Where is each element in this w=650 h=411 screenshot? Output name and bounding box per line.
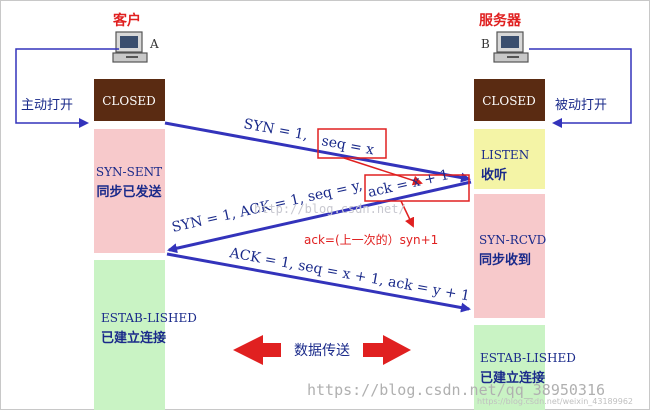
server-action-label: 被动打开 bbox=[555, 98, 607, 113]
server-computer-icon bbox=[493, 31, 529, 63]
client-estab-box bbox=[94, 260, 165, 410]
client-label: A bbox=[149, 37, 159, 51]
highlight-connector-arrow bbox=[343, 157, 423, 186]
server-closed-label: CLOSED bbox=[482, 94, 536, 108]
server-open-arrow bbox=[529, 48, 632, 128]
ack-final-label: ACK = 1, seq = x + 1, ack = y + 1 bbox=[227, 245, 471, 305]
ack-highlight-box bbox=[364, 174, 470, 202]
seq-label: seq = x bbox=[320, 133, 375, 158]
ack-arrow bbox=[166, 252, 471, 313]
client-computer-icon bbox=[112, 31, 148, 63]
seq-highlight-box bbox=[317, 128, 387, 159]
server-syn-rcvd-box bbox=[474, 194, 545, 318]
server-syn-rcvd-cn: 同步收到 bbox=[479, 252, 531, 268]
note-pointer-arrow bbox=[400, 200, 415, 228]
syn-arrow bbox=[164, 121, 471, 183]
client-syn-sent-en: SYN-SENT bbox=[96, 165, 162, 179]
server-listen-en: LISTEN bbox=[481, 148, 529, 162]
server-syn-rcvd-en: SYN-RCVD bbox=[479, 233, 546, 247]
client-syn-sent-box bbox=[94, 129, 165, 253]
client-open-arrow bbox=[15, 48, 119, 128]
server-title: 服务器 bbox=[479, 12, 522, 29]
client-title: 客户 bbox=[112, 12, 141, 29]
data-transfer-label: 数据传送 bbox=[294, 343, 350, 359]
server-estab-box bbox=[474, 325, 545, 410]
server-estab-cn: 已建立连接 bbox=[480, 370, 545, 386]
client-syn-sent-cn: 同步已发送 bbox=[96, 184, 162, 200]
data-transfer-label-bg bbox=[281, 338, 363, 362]
syn-ack-arrow bbox=[167, 180, 472, 254]
server-estab-en: ESTAB-LISHED bbox=[480, 351, 576, 365]
client-estab-en: ESTAB-LISHED bbox=[101, 311, 197, 325]
ack-note: ack=(上一次的）syn+1 bbox=[304, 232, 438, 247]
watermark-bottom: https://blog.csdn.net/qq_38950316 bbox=[307, 381, 605, 399]
server-closed-box bbox=[474, 79, 545, 121]
server-label: B bbox=[481, 37, 490, 51]
client-closed-label: CLOSED bbox=[102, 94, 156, 108]
watermark-bottom-small: https://blog.csdn.net/weixin_43189962 bbox=[477, 397, 633, 406]
client-action-label: 主动打开 bbox=[21, 98, 73, 113]
server-listen-cn: 收听 bbox=[481, 167, 507, 183]
server-listen-box bbox=[474, 129, 545, 189]
watermark-mid: http://blog.csdn.net/ bbox=[254, 202, 406, 216]
client-closed-box bbox=[94, 79, 165, 121]
client-estab-cn: 已建立连接 bbox=[101, 330, 166, 346]
